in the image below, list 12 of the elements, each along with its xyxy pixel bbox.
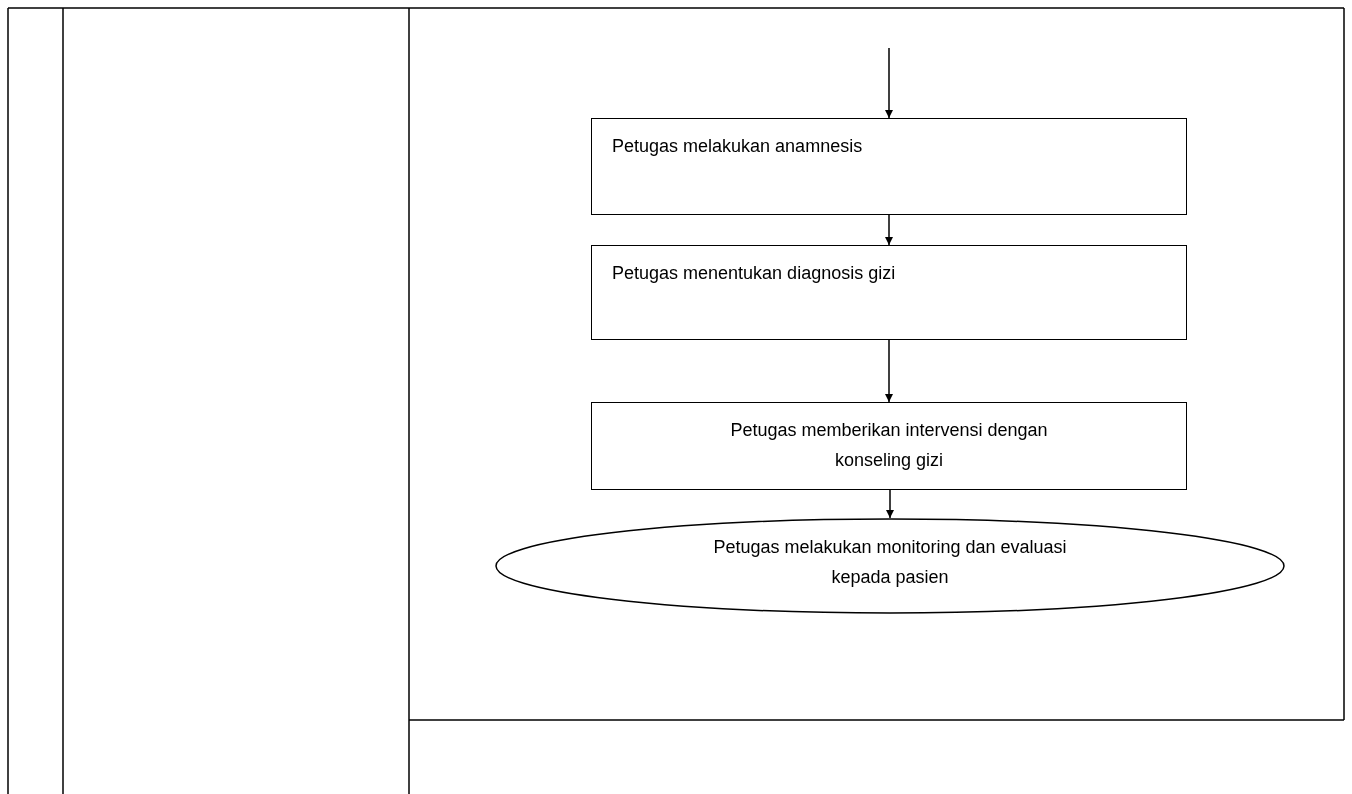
arrow (885, 214, 893, 246)
process-box (591, 118, 1187, 215)
arrow (885, 47, 893, 119)
node-text: Petugas menentukan diagnosis gizi (612, 262, 896, 285)
process-box (591, 402, 1187, 490)
node-text: Petugas memberikan intervensi dengan konseling gizi (729, 419, 1049, 472)
node-text: Petugas melakukan monitoring dan evaluasi kepada pasien (712, 536, 1068, 589)
terminal-ellipse (495, 518, 1285, 614)
arrow (886, 489, 894, 519)
arrow (885, 339, 893, 403)
process-box (591, 245, 1187, 340)
node-text: Petugas melakukan anamnesis (612, 135, 863, 158)
